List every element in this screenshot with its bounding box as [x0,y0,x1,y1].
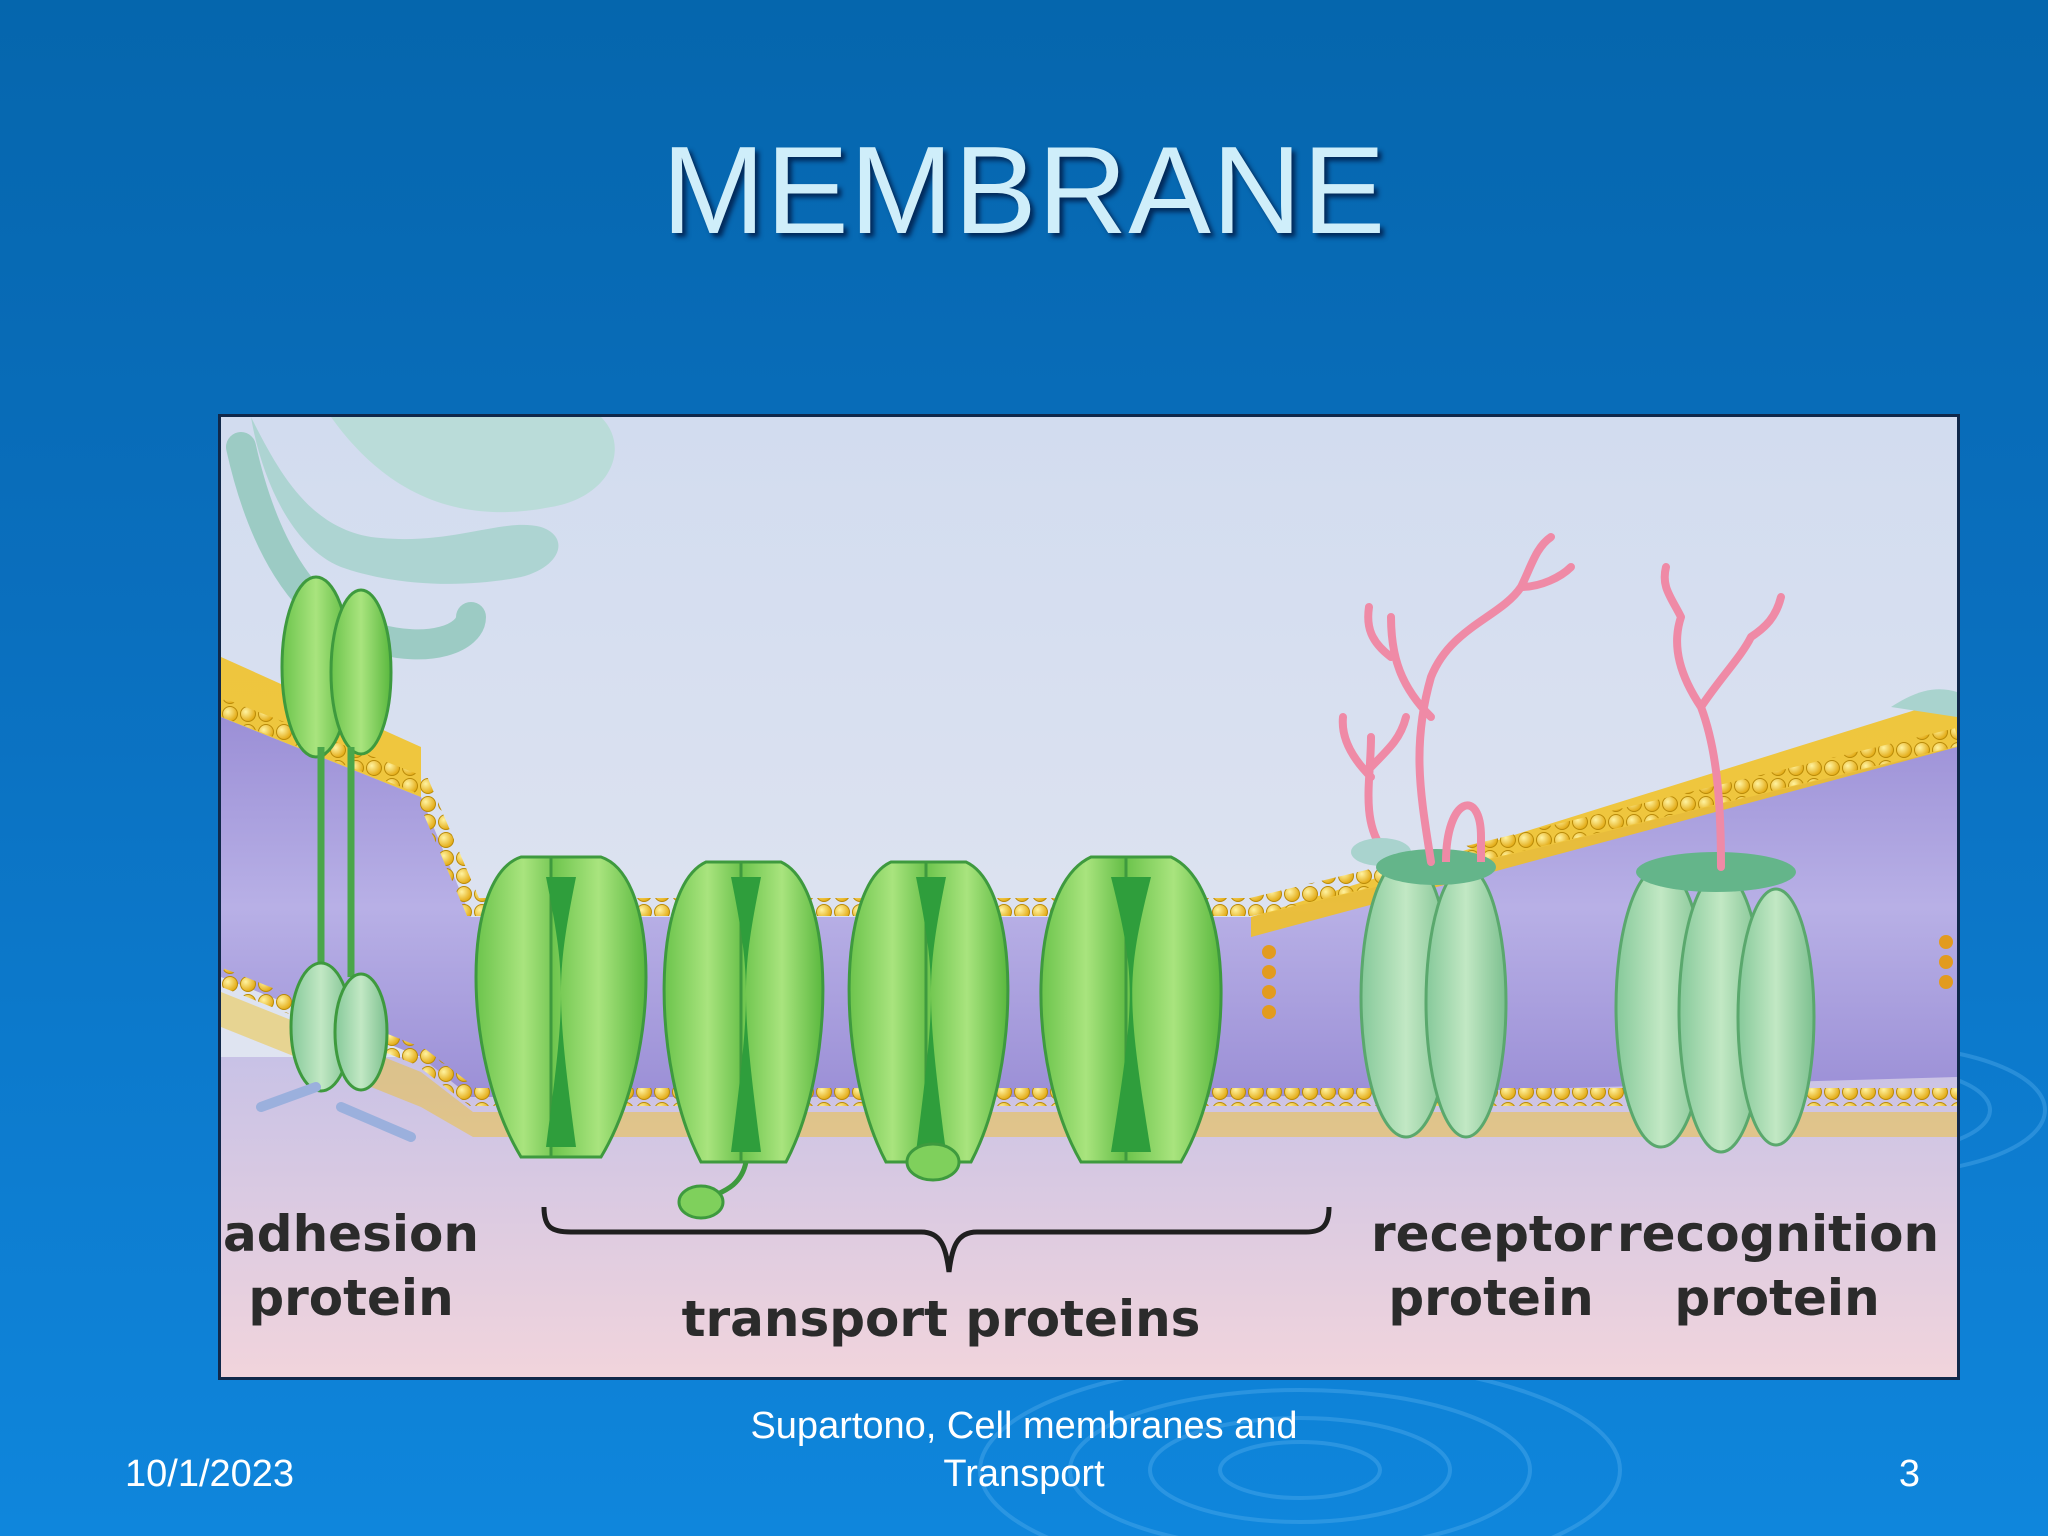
slide-title: MEMBRANE [661,122,1387,260]
adhesion-label-line1: adhesion [223,1205,479,1263]
footer-source-line2: Transport [943,1453,1105,1495]
adhesion-protein-label: adhesion protein [221,1202,481,1330]
receptor-label-line1: receptor [1371,1205,1612,1263]
recognition-protein-shape [1614,563,1816,1154]
membrane-protein-diagram: adhesion protein transport proteins rece… [218,414,1960,1380]
membrane-illustration [221,417,1957,1377]
footer-source-line1: Supartono, Cell membranes and [750,1405,1298,1447]
transport-protein-3 [847,860,1010,1182]
receptor-protein-label: receptor protein [1371,1202,1612,1330]
recognition-protein-label: recognition protein [1617,1202,1940,1330]
receptor-protein-shape [1359,533,1575,1139]
adhesion-protein-shape [256,575,416,1142]
footer-date: 10/1/2023 [125,1453,295,1495]
transport-protein-2 [662,860,825,1220]
receptor-label-line2: protein [1388,1269,1594,1327]
recognition-label-line1: recognition [1617,1205,1940,1263]
transport-protein-4 [1039,855,1223,1164]
transport-protein-1 [474,855,648,1159]
transport-bracket [541,1206,1332,1273]
recognition-label-line2: protein [1674,1269,1880,1327]
footer-source: Supartono, Cell membranes and Transport [624,1402,1424,1498]
footer-page-number: 3 [1898,1453,1920,1495]
transport-proteins-label: transport proteins [681,1290,1201,1348]
adhesion-label-line2: protein [248,1269,454,1327]
